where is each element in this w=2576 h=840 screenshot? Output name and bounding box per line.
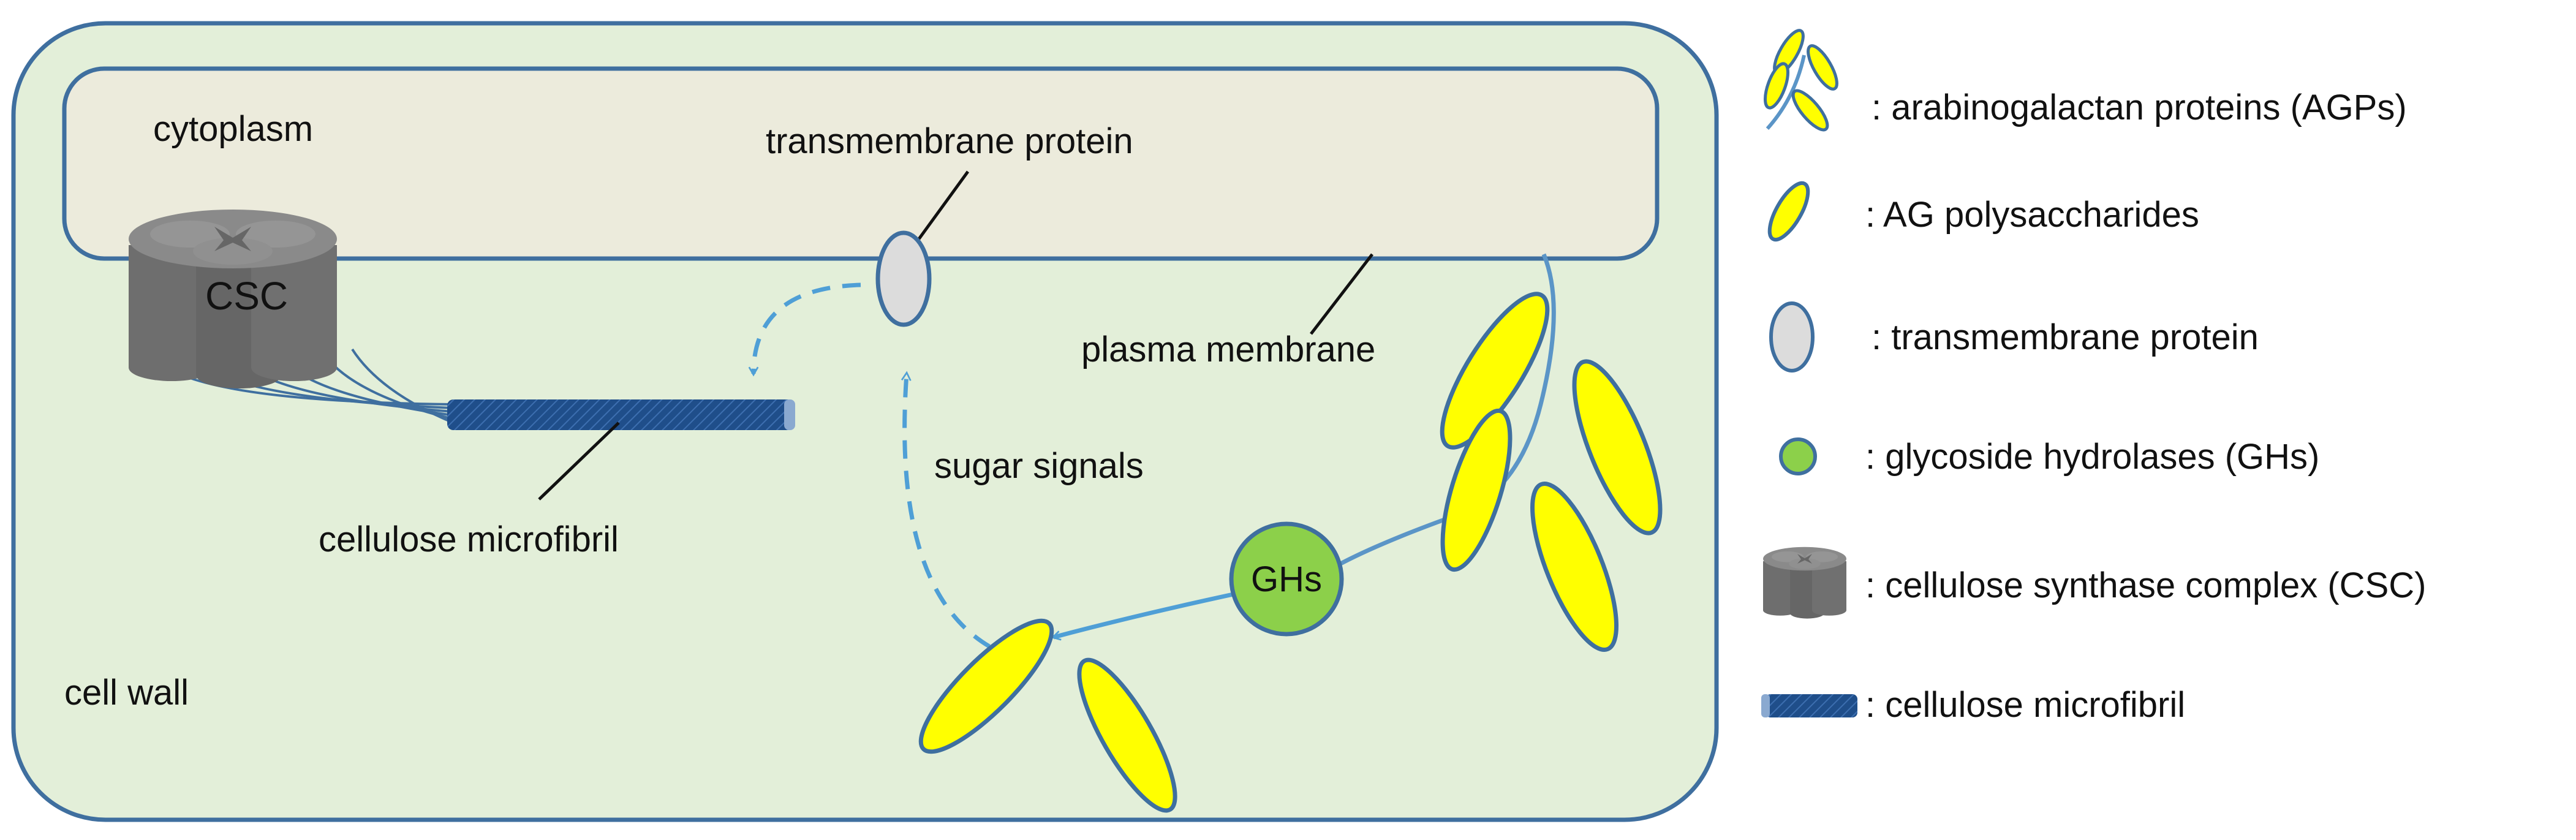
ghs-label: GHs [1251, 559, 1322, 599]
microfibril-end-cap [784, 399, 795, 430]
legend-csc-text: : cellulose synthase complex (CSC) [1865, 566, 2426, 605]
agp-branch [1328, 253, 1556, 572]
glycoside-hydrolases [1229, 521, 1344, 637]
transmembrane-protein-label: transmembrane protein [766, 121, 1133, 161]
cellulose-microfibril-label: cellulose microfibril [319, 520, 619, 559]
transmembrane-protein [875, 230, 932, 327]
ag-polysaccharide-icon [1767, 181, 1810, 242]
legend-fibril-text: : cellulose microfibril [1865, 685, 2185, 725]
sugar-signals-label: sugar signals [934, 446, 1144, 486]
csc-icon [1763, 547, 1846, 619]
legend: : arabinogalactan proteins (AGPs) : AG p… [1761, 29, 2426, 725]
glycoside-hydrolase-icon [1779, 437, 1817, 475]
signal-arrow-to-fibril [748, 282, 861, 377]
cell-wall-label: cell wall [64, 673, 189, 713]
cytoplasm-region [62, 66, 1660, 261]
cellulose-microfibril-bar [447, 399, 793, 430]
agp-polysaccharides [1440, 292, 1663, 652]
csc-label: CSC [205, 274, 288, 318]
transmembrane-protein-icon [1769, 301, 1815, 373]
signal-arrow-up [901, 371, 991, 649]
legend-agp-text: : arabinogalactan proteins (AGPs) [1872, 88, 2407, 127]
legend-tm-text: : transmembrane protein [1872, 317, 2259, 357]
cytoplasm-label: cytoplasm [153, 109, 313, 149]
leader-lines [538, 170, 1373, 501]
legend-gh-text: : glycoside hydrolases (GHs) [1865, 437, 2319, 477]
agp-branch-icon [1764, 29, 1838, 132]
legend-ag-text: : AG polysaccharides [1865, 195, 2199, 235]
released-polysaccharides [918, 618, 1177, 813]
plasma-membrane-label: plasma membrane [1081, 330, 1375, 369]
microfibril-icon [1761, 694, 1857, 717]
